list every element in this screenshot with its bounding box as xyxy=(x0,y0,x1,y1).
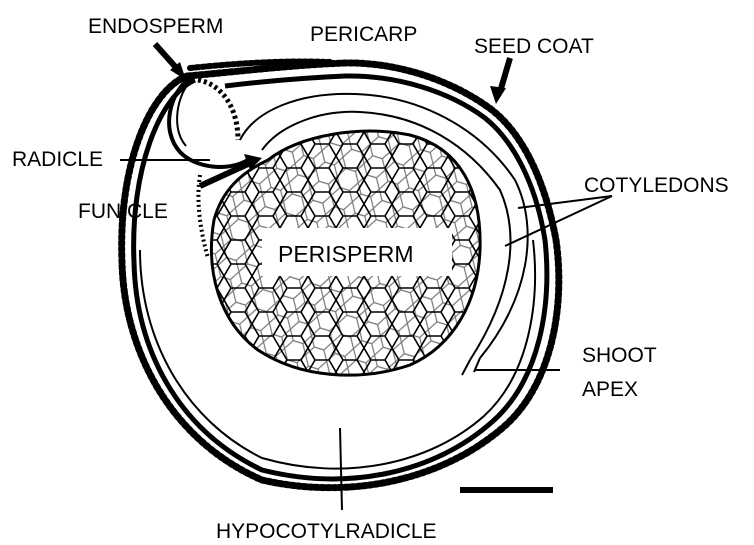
hypocotylradicle-leader xyxy=(340,428,342,510)
label-hypocotylradicle: HYPOCOTYLRADICLE xyxy=(216,520,437,543)
label-apex: APEX xyxy=(582,378,638,401)
seed-coat-arrowhead xyxy=(490,86,506,104)
seed-coat-arrow xyxy=(500,58,510,92)
label-endosperm: ENDOSPERM xyxy=(88,15,223,38)
label-cotyledons: COTYLEDONS xyxy=(584,174,729,197)
label-radicle: RADICLE xyxy=(12,148,103,171)
label-pericarp: PERICARP xyxy=(310,23,417,46)
label-shoot: SHOOT xyxy=(582,344,657,367)
label-funicle: FUNICLE xyxy=(78,200,168,223)
label-seed-coat: SEED COAT xyxy=(474,35,594,58)
label-perisperm: PERISPERM xyxy=(278,241,413,267)
